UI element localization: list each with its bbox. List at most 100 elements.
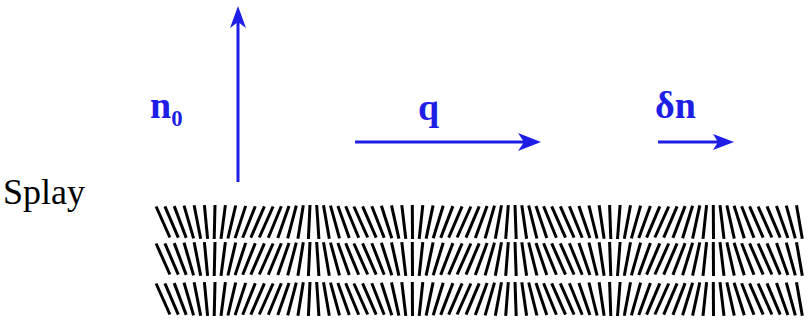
director-rod (727, 205, 734, 238)
director-rod (589, 283, 597, 316)
director-rod (683, 283, 693, 315)
director-rod (506, 205, 509, 239)
arrow-head (713, 134, 734, 150)
director-rod (589, 206, 597, 239)
director-rod (324, 205, 330, 239)
director-rod (618, 205, 621, 239)
director-rod (419, 282, 423, 316)
director-rod (221, 282, 225, 316)
director-rod (324, 242, 330, 276)
director-rod (288, 206, 297, 239)
director-rod (308, 282, 310, 316)
director-rod (624, 205, 630, 238)
director-rod (194, 242, 201, 275)
director-rod (228, 283, 236, 316)
director-rod (522, 242, 527, 276)
director-rod (529, 206, 537, 239)
director-rod (204, 242, 207, 276)
director-rod (589, 243, 597, 276)
director-rod (411, 282, 414, 316)
director-rod (213, 242, 217, 276)
director-rod (515, 205, 516, 239)
director-rod (786, 206, 795, 239)
director-rod (506, 242, 509, 276)
director-rod (411, 242, 414, 276)
director-rod (298, 242, 303, 276)
director-rod (402, 282, 406, 316)
director-rod (221, 205, 225, 239)
director-rod (693, 205, 700, 238)
director-rod (317, 205, 319, 239)
director-rod (308, 242, 310, 276)
director-rod (288, 243, 297, 276)
director-rod (213, 282, 217, 316)
director-rod (298, 282, 303, 316)
director-rod (204, 205, 207, 239)
director-rod (495, 242, 501, 275)
director-rod (485, 243, 494, 276)
director-rod (506, 282, 509, 316)
director-rod (693, 242, 700, 275)
director-rod (411, 205, 414, 239)
director-rod (426, 205, 433, 238)
director-rod (712, 205, 715, 239)
wavevector-arrow (355, 141, 530, 144)
director-rod (712, 282, 715, 316)
director-rod (610, 205, 611, 239)
director-rod (426, 282, 433, 315)
director-rod (278, 206, 289, 238)
director-rod (402, 205, 406, 239)
director-rod (381, 243, 391, 275)
director-rod (228, 206, 236, 239)
director-rod (703, 242, 707, 276)
director-rod (720, 242, 724, 276)
director-rod (278, 243, 289, 275)
director-rod (194, 282, 201, 315)
director-rod (624, 282, 630, 315)
director-rod (485, 283, 494, 316)
director-rod (683, 206, 693, 238)
director-rod (599, 282, 604, 316)
perturbation-arrow (658, 141, 724, 144)
director-rod (426, 242, 433, 275)
director-rod (683, 243, 693, 275)
director-rod (419, 242, 423, 276)
director-rod (610, 282, 611, 316)
director-rod (693, 282, 700, 315)
arrow-head (518, 133, 541, 151)
director-rod (419, 205, 423, 239)
director-rod (618, 242, 621, 276)
director-rod (392, 205, 399, 238)
director-rod (522, 205, 527, 239)
director-rod (599, 242, 604, 276)
director-rod (184, 206, 194, 239)
mode-label: Splay (3, 174, 85, 210)
director-rod (324, 282, 330, 316)
director-rod (720, 205, 724, 239)
director-rod (184, 243, 194, 276)
perturbation-label: δn (655, 86, 696, 124)
wavevector-label: q (418, 88, 439, 126)
director-rod (228, 243, 236, 276)
director-rod (579, 243, 590, 275)
director-arrow (237, 12, 240, 182)
director-rod (579, 206, 590, 238)
director-rod (204, 282, 207, 316)
director-rod (184, 283, 194, 316)
director-rod (402, 242, 406, 276)
director-rod (308, 205, 310, 239)
director-rod (522, 282, 527, 316)
director-rod (727, 242, 734, 275)
director-rod (610, 242, 611, 276)
arrow-head (230, 6, 246, 28)
director-rod (786, 243, 795, 276)
director-rod (392, 242, 399, 275)
director-rod (288, 283, 297, 316)
director-rod (278, 283, 289, 315)
director-rod (727, 282, 734, 315)
director-label: n₀ (150, 86, 183, 124)
director-rod (298, 205, 303, 239)
director-rod (624, 242, 630, 275)
